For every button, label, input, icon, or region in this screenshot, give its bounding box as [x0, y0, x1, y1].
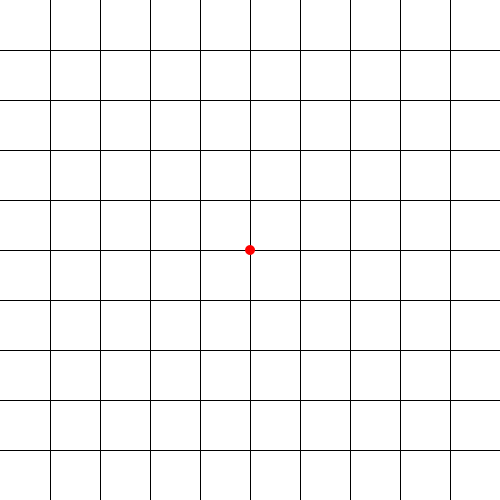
red-dot-marker [245, 245, 255, 255]
